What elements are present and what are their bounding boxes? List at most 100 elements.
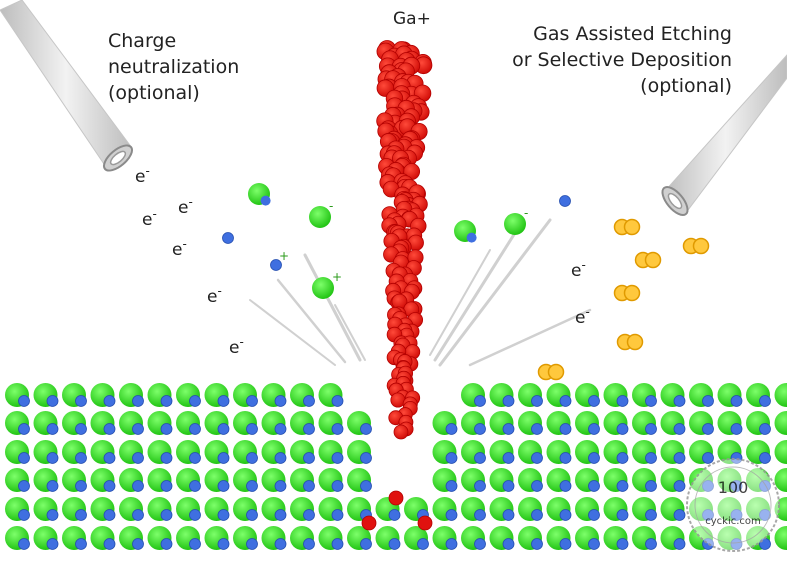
- substrate-atom: [5, 411, 30, 435]
- sputtered-blue-atom: [559, 195, 571, 207]
- substrate-atom: [546, 497, 572, 521]
- substrate-atom: [518, 440, 543, 464]
- substrate-atom: [290, 411, 315, 435]
- substrate-atom: [347, 526, 372, 550]
- substrate-atom: [432, 468, 458, 492]
- substrate-atom: [147, 526, 173, 550]
- substrate-atom: [33, 526, 59, 550]
- substrate-atom: [603, 526, 629, 550]
- substrate-atom: [660, 383, 686, 407]
- sputtered-blue-atom: [222, 232, 234, 244]
- substrate-atom: [774, 411, 787, 435]
- gas-molecule: [537, 363, 565, 381]
- substrate-atom: [660, 411, 686, 435]
- electron-label: e-: [207, 284, 222, 307]
- substrate-atom: [546, 383, 572, 407]
- substrate-atom: [432, 440, 458, 464]
- substrate-atom: [489, 497, 515, 521]
- sputtered-ions: -+-+: [222, 183, 571, 299]
- gas-molecule: [613, 218, 641, 236]
- substrate-atom: [176, 526, 201, 550]
- substrate-atom: [204, 440, 230, 464]
- gas-molecule: [616, 333, 644, 351]
- substrate-atom: [176, 411, 201, 435]
- substrate-atom: [774, 383, 787, 407]
- left-title: Charge neutralization (optional): [108, 30, 239, 104]
- substrate-atom: [746, 497, 771, 521]
- substrate-atom: [62, 383, 87, 407]
- substrate-atom: [33, 497, 59, 521]
- substrate-atom: [119, 383, 144, 407]
- substrate-atom: [689, 411, 714, 435]
- substrate-atom: [176, 497, 201, 521]
- substrate-atom: [90, 497, 116, 521]
- substrate-atom: [347, 497, 372, 521]
- substrate-atom: [318, 440, 344, 464]
- electron-label: e-: [135, 164, 150, 187]
- substrate-atom: [261, 468, 287, 492]
- gas-molecules: [537, 218, 710, 381]
- substrate-atom: [603, 383, 629, 407]
- substrate-atom: [632, 497, 657, 521]
- watermark-text: cyckic.com: [705, 516, 761, 527]
- substrate-atom: [33, 440, 59, 464]
- right-title-line-2: or Selective Deposition: [512, 49, 732, 71]
- substrate-atom: [518, 526, 543, 550]
- substrate-atom: [717, 468, 743, 492]
- substrate-atom: [119, 497, 144, 521]
- substrate-atom: [290, 440, 315, 464]
- substrate-atom: [204, 497, 230, 521]
- gas-molecule: [613, 284, 641, 302]
- substrate-atom: [518, 468, 543, 492]
- electron-label: e-: [142, 207, 157, 230]
- substrate-atom: [518, 383, 543, 407]
- substrate-atom: [90, 440, 116, 464]
- substrate-atom: [489, 383, 515, 407]
- sputtered-atom: -: [309, 199, 333, 228]
- substrate-atom: [603, 497, 629, 521]
- substrate-atom: [233, 526, 258, 550]
- substrate-atom: [318, 411, 344, 435]
- substrate-atom: [632, 411, 657, 435]
- electron-label: e-: [571, 258, 586, 281]
- substrate-atom: [774, 468, 787, 492]
- watermark-number: 100: [718, 478, 749, 497]
- substrate-atom: [147, 468, 173, 492]
- substrate-atom: [717, 497, 743, 521]
- substrate-atom: [5, 468, 30, 492]
- substrate-atom: [5, 440, 30, 464]
- substrate-atom: [119, 411, 144, 435]
- substrate-atom: [261, 497, 287, 521]
- substrate-atom: [432, 497, 458, 521]
- substrate-atom: [717, 383, 743, 407]
- substrate-atom: [62, 468, 87, 492]
- substrate-atom: [90, 526, 116, 550]
- substrate-atom: [489, 526, 515, 550]
- substrate-atom: [318, 497, 344, 521]
- substrate-atom: [62, 411, 87, 435]
- charge-sign: -: [329, 199, 333, 213]
- substrate-atom: [575, 468, 600, 492]
- electron-label: e-: [178, 195, 193, 218]
- sputtered-atom: [454, 220, 477, 243]
- substrate-atom: [689, 468, 714, 492]
- substrate-atom: [233, 468, 258, 492]
- substrate-atom: [318, 468, 344, 492]
- emission-streaks: [249, 218, 592, 367]
- substrate-atom: [119, 440, 144, 464]
- substrate-atom: [689, 383, 714, 407]
- substrate-atom: [290, 526, 315, 550]
- substrate-atom: [62, 440, 87, 464]
- substrate-atom: [632, 468, 657, 492]
- substrate-atom: [660, 468, 686, 492]
- substrate-atom: [546, 411, 572, 435]
- substrate-atom: [347, 411, 372, 435]
- substrate-atom: [204, 468, 230, 492]
- implanted-ions: [361, 490, 433, 531]
- right-title-line-3: (optional): [640, 75, 732, 97]
- left-title-line-3: (optional): [108, 82, 200, 104]
- substrate-atom: [375, 526, 401, 550]
- substrate-atom: [461, 526, 486, 550]
- substrate-atom: [176, 440, 201, 464]
